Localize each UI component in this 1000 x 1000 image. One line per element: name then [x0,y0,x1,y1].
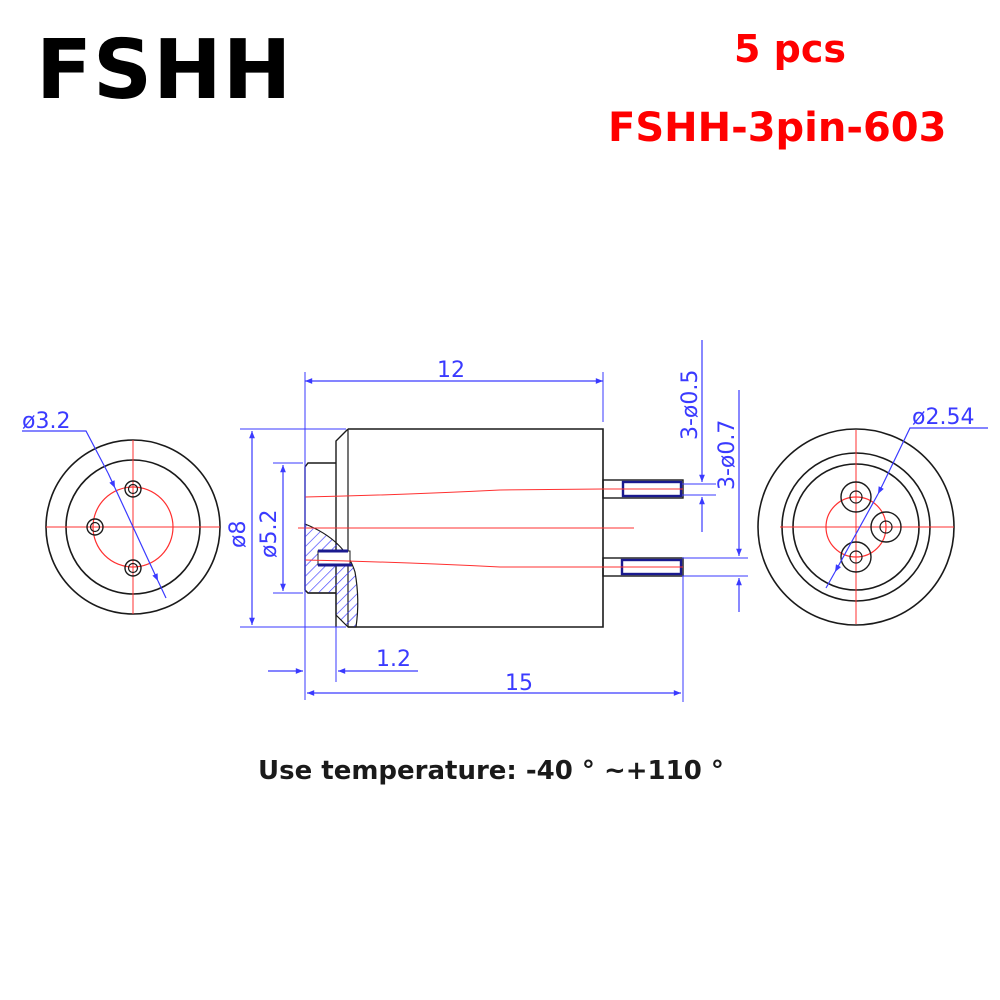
quantity-label: 5 pcs [0,30,1000,68]
pin-diameter-dim: 3-ø0.5 [678,370,703,440]
side-view: 12 ø8 ø5.2 1.2 15 3-ø0.5 3-ø0.7 [226,340,748,702]
outer-diameter-dim: ø8 [226,521,251,548]
front-view: ø3.2 [22,409,221,615]
total-length-dim: 15 [505,671,533,696]
flange-length-dim: 1.2 [376,647,411,672]
temperature-spec: Use temperature: -40 ° ~+110 ° [258,756,724,786]
quantity-text: 5 pcs [733,27,846,71]
model-number: FSHH-3pin-603 [608,105,947,151]
pin-circle-dim: ø2.54 [912,405,974,430]
brand-title: FSHH [36,23,293,118]
hole-circle-dim: ø3.2 [22,409,70,434]
rear-view: ø2.54 [757,405,988,626]
inner-diameter-dim: ø5.2 [257,510,282,558]
body-length-dim: 12 [437,358,465,383]
pin-shoulder-diameter-dim: 3-ø0.7 [715,420,740,490]
